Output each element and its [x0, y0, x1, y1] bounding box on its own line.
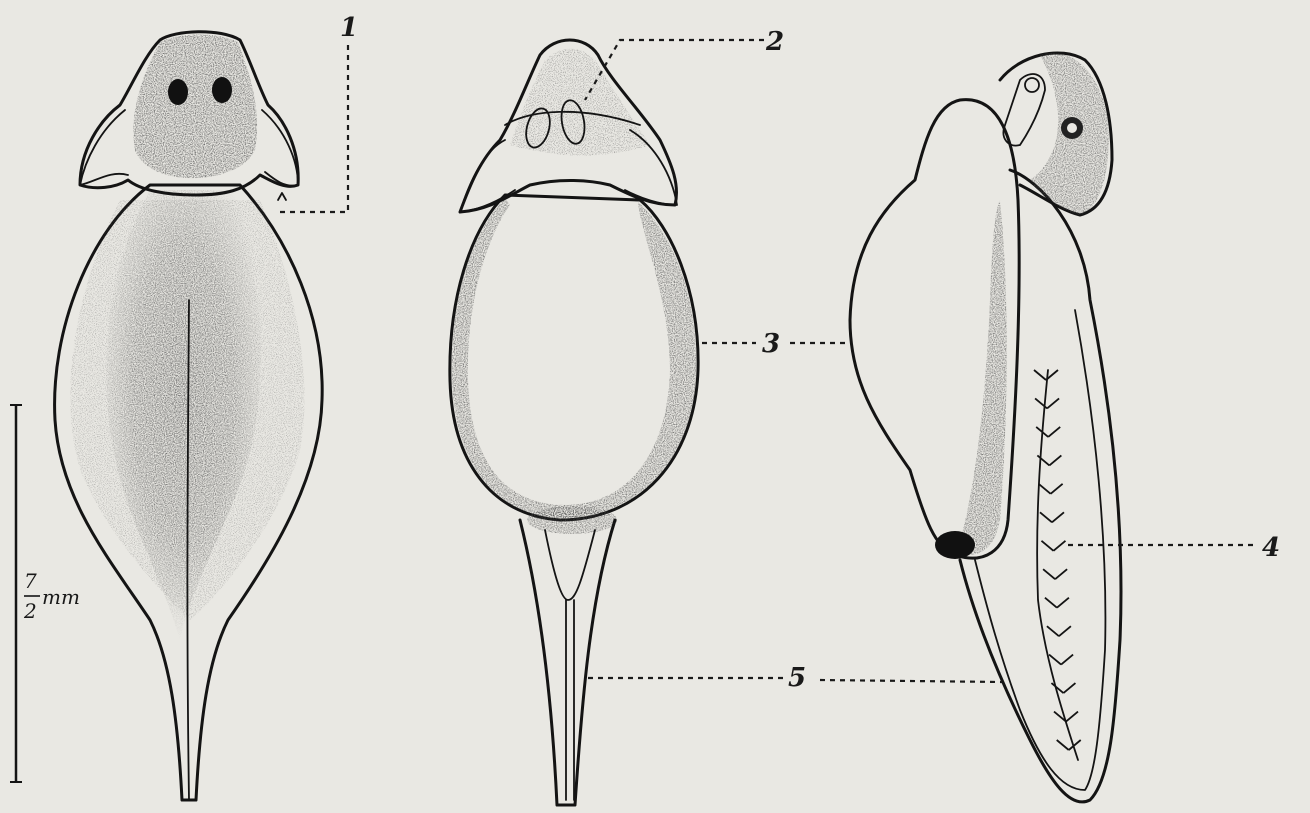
scale-numerator: 7	[24, 569, 37, 593]
pigment-branch-r	[1048, 427, 1060, 437]
dorsal-right-eye	[212, 77, 232, 103]
pigment-branch-l	[1040, 512, 1052, 522]
scale-denominator: 2	[23, 599, 37, 623]
pigment-branch-r	[1051, 484, 1063, 494]
pigment-branch-r	[1061, 655, 1073, 665]
tadpole-ventral-view	[450, 40, 698, 805]
pigment-branch-r	[1052, 512, 1064, 522]
label-3: 3	[762, 329, 780, 359]
pigment-branch-r	[1049, 455, 1061, 465]
pigment-branch-r	[1047, 398, 1059, 408]
scale-bar: 7 2 mm	[10, 405, 80, 782]
pigment-branch-l	[1037, 455, 1049, 465]
ventral-yolk-stipple	[452, 198, 696, 518]
lateral-body-tip	[935, 531, 975, 559]
ventral-head-stipple	[510, 49, 650, 156]
pigment-branch-r	[1063, 683, 1075, 693]
ventral-tail-midline	[566, 600, 574, 800]
label-5: 5	[788, 663, 806, 693]
pigment-branch-l	[1057, 740, 1069, 750]
pigment-branch-l	[1049, 655, 1061, 665]
scale-unit: mm	[42, 585, 80, 609]
pigment-branch-r	[1055, 569, 1067, 579]
leader-1-arrow	[278, 193, 286, 200]
lateral-body-stipple	[955, 200, 1007, 555]
pigment-branch-l	[1041, 541, 1053, 551]
pigment-branch-l	[1039, 484, 1051, 494]
tadpole-dorsal-view	[55, 32, 323, 800]
pigment-branch-r	[1057, 598, 1069, 608]
tadpole-lateral-view	[850, 53, 1121, 802]
lateral-eye-highlight	[1067, 123, 1077, 133]
dorsal-head-stipple	[133, 35, 257, 179]
label-1: 1	[340, 13, 358, 43]
pigment-branch-l	[1045, 598, 1057, 608]
leader-5-right	[820, 680, 1002, 682]
label-2: 2	[765, 27, 784, 57]
dorsal-left-eye	[168, 79, 188, 105]
lateral-nostril	[1025, 78, 1039, 92]
pigment-branch-l	[1043, 569, 1055, 579]
ventral-tail	[520, 520, 615, 805]
pigment-branch-r	[1053, 541, 1065, 551]
pigment-branch-r	[1066, 712, 1078, 722]
pigment-branch-l	[1034, 370, 1046, 380]
ventral-tail-base	[527, 506, 617, 534]
pigment-branch-l	[1047, 626, 1059, 636]
ventral-tail-inner	[545, 530, 595, 600]
pigment-branch-r	[1059, 626, 1071, 636]
label-4: 4	[1262, 533, 1280, 563]
